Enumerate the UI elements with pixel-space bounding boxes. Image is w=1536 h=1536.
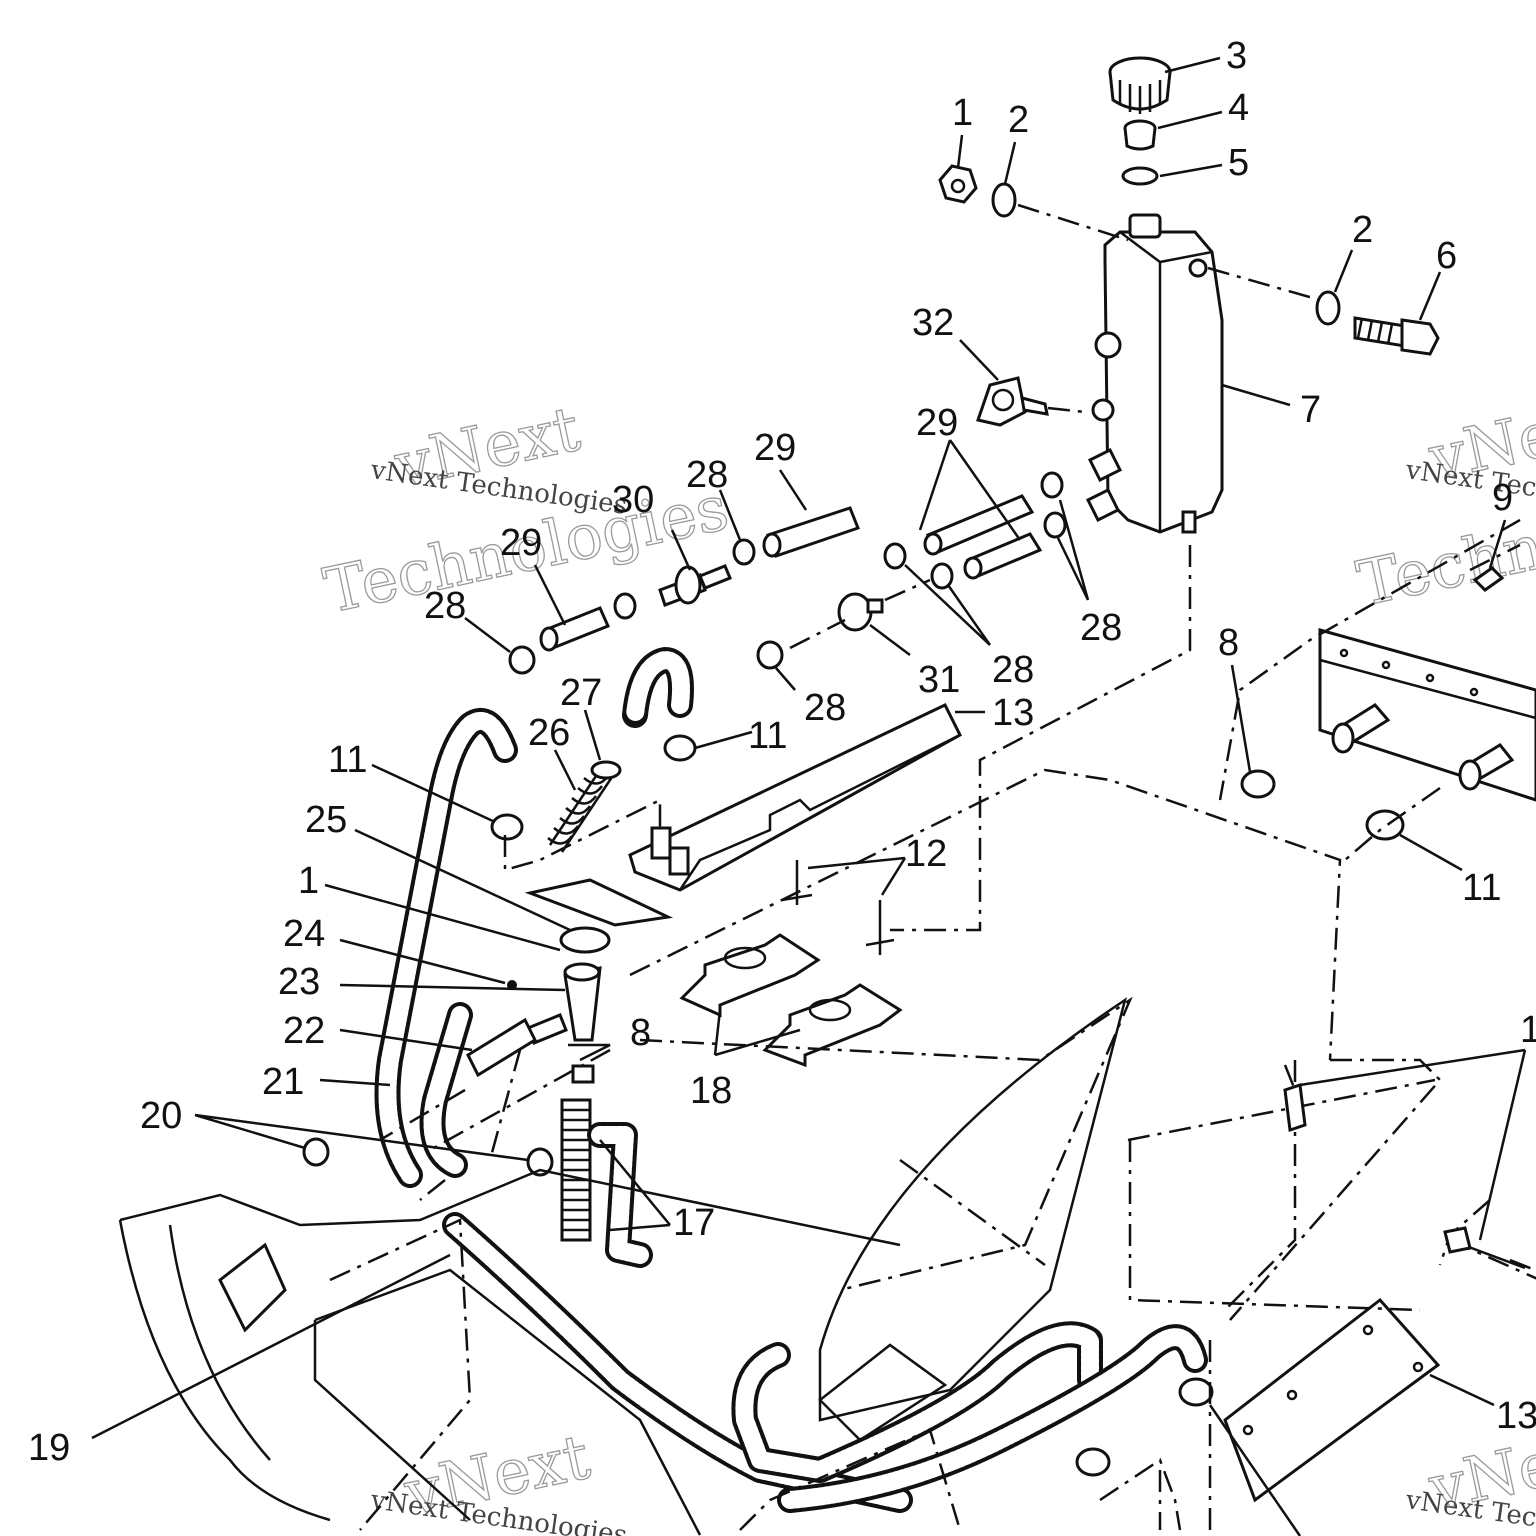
callout-label: 19 (28, 1427, 70, 1469)
callout-labels: 3 4 5 1 2 2 6 32 7 29 29 28 30 29 28 28 … (28, 35, 1536, 1469)
callout-label: 22 (283, 1010, 325, 1052)
callout-label: 28 (804, 687, 846, 729)
hose-clamp (302, 1137, 330, 1167)
chassis-outline (118, 518, 1536, 1536)
callout-label: 13 (992, 692, 1034, 734)
hose-clamp (930, 562, 954, 590)
bracket-18 (679, 933, 903, 1068)
hose-clamp (732, 538, 756, 566)
coolant-hose-22 (466, 1017, 537, 1078)
reservoir-cap (1108, 56, 1172, 114)
callout-label: 1 (952, 92, 973, 134)
bracket-lower (1223, 1297, 1441, 1503)
callout-label: 28 (424, 585, 466, 627)
callout-label: 29 (916, 402, 958, 444)
hose-clamp (1240, 769, 1276, 799)
hose-pieces-right (883, 471, 1067, 590)
callout-label: 21 (262, 1061, 304, 1103)
callout-label: 3 (1226, 35, 1247, 77)
callout-label: 9 (1492, 477, 1513, 519)
callout-label: 12 (905, 833, 947, 875)
hose-clamp (526, 1147, 554, 1177)
callout-label: 26 (528, 712, 570, 754)
washer (991, 182, 1017, 218)
watermark-bottom-left: vNext vNext Technologies (368, 1419, 629, 1536)
callout-label: 7 (1300, 389, 1321, 431)
callout-label: 18 (690, 1070, 732, 1112)
cap-gasket (1123, 119, 1157, 151)
callout-label: 31 (918, 659, 960, 701)
assembly-line (789, 578, 931, 650)
hose-clamp (663, 734, 697, 762)
coolant-reservoir (1085, 213, 1224, 534)
hose-clamp (883, 542, 907, 570)
nut (938, 164, 978, 204)
bleed-valve (837, 592, 884, 632)
callout-label: 11 (748, 715, 787, 757)
callout-label: 28 (686, 454, 728, 496)
callout-label: 13 (1496, 1395, 1536, 1437)
callout-label: 2 (1352, 209, 1373, 251)
hose-clamp (1043, 511, 1067, 539)
callout-label: 23 (278, 961, 320, 1003)
callout-label: 27 (560, 672, 602, 714)
callout-label: 25 (305, 799, 347, 841)
thermostat-housing (507, 878, 674, 1084)
callout-label: 24 (283, 913, 325, 955)
washer (1315, 290, 1341, 326)
assembly-line (1047, 406, 1086, 414)
hose-clamp (1040, 471, 1064, 499)
coolant-hose-17 (560, 1098, 653, 1268)
assembly-line (1207, 266, 1321, 302)
callout-label: 29 (500, 522, 542, 564)
callout-label: 8 (1218, 622, 1239, 664)
bolt (1353, 316, 1440, 356)
callout-label: 11 (1462, 867, 1501, 909)
callout-label: 8 (630, 1012, 651, 1054)
heat-exchanger-rail (1318, 628, 1536, 802)
callout-label: 20 (140, 1095, 182, 1137)
hose-clamp (756, 640, 784, 670)
hose-clamp (613, 592, 637, 620)
hose-clamp (1178, 1377, 1214, 1407)
hose-clamp (1075, 1447, 1111, 1477)
hose-clamp (490, 813, 524, 841)
leader-lines (91, 56, 1527, 1536)
callout-label: 2 (1008, 99, 1029, 141)
callout-label: 1 (1520, 1009, 1536, 1051)
spring (547, 760, 622, 853)
bracket-upper (628, 703, 962, 892)
callout-label: 32 (912, 302, 954, 344)
callout-label: 28 (1080, 607, 1122, 649)
mount-clamp (976, 376, 1086, 427)
callout-label: 17 (673, 1202, 715, 1244)
callout-label: 1 (298, 860, 319, 902)
pins-12 (781, 860, 895, 955)
callout-label: 4 (1228, 87, 1249, 129)
callout-label: 28 (992, 649, 1034, 691)
callout-label: 6 (1436, 235, 1457, 277)
callout-label: 30 (612, 479, 654, 521)
assembly-line (1017, 203, 1129, 242)
callout-label: 29 (754, 427, 796, 469)
hose-clamp (508, 645, 536, 675)
callout-label: 11 (328, 739, 367, 781)
hose-clamp (1365, 809, 1405, 841)
o-ring (1121, 166, 1159, 186)
callout-label: 5 (1228, 142, 1249, 184)
